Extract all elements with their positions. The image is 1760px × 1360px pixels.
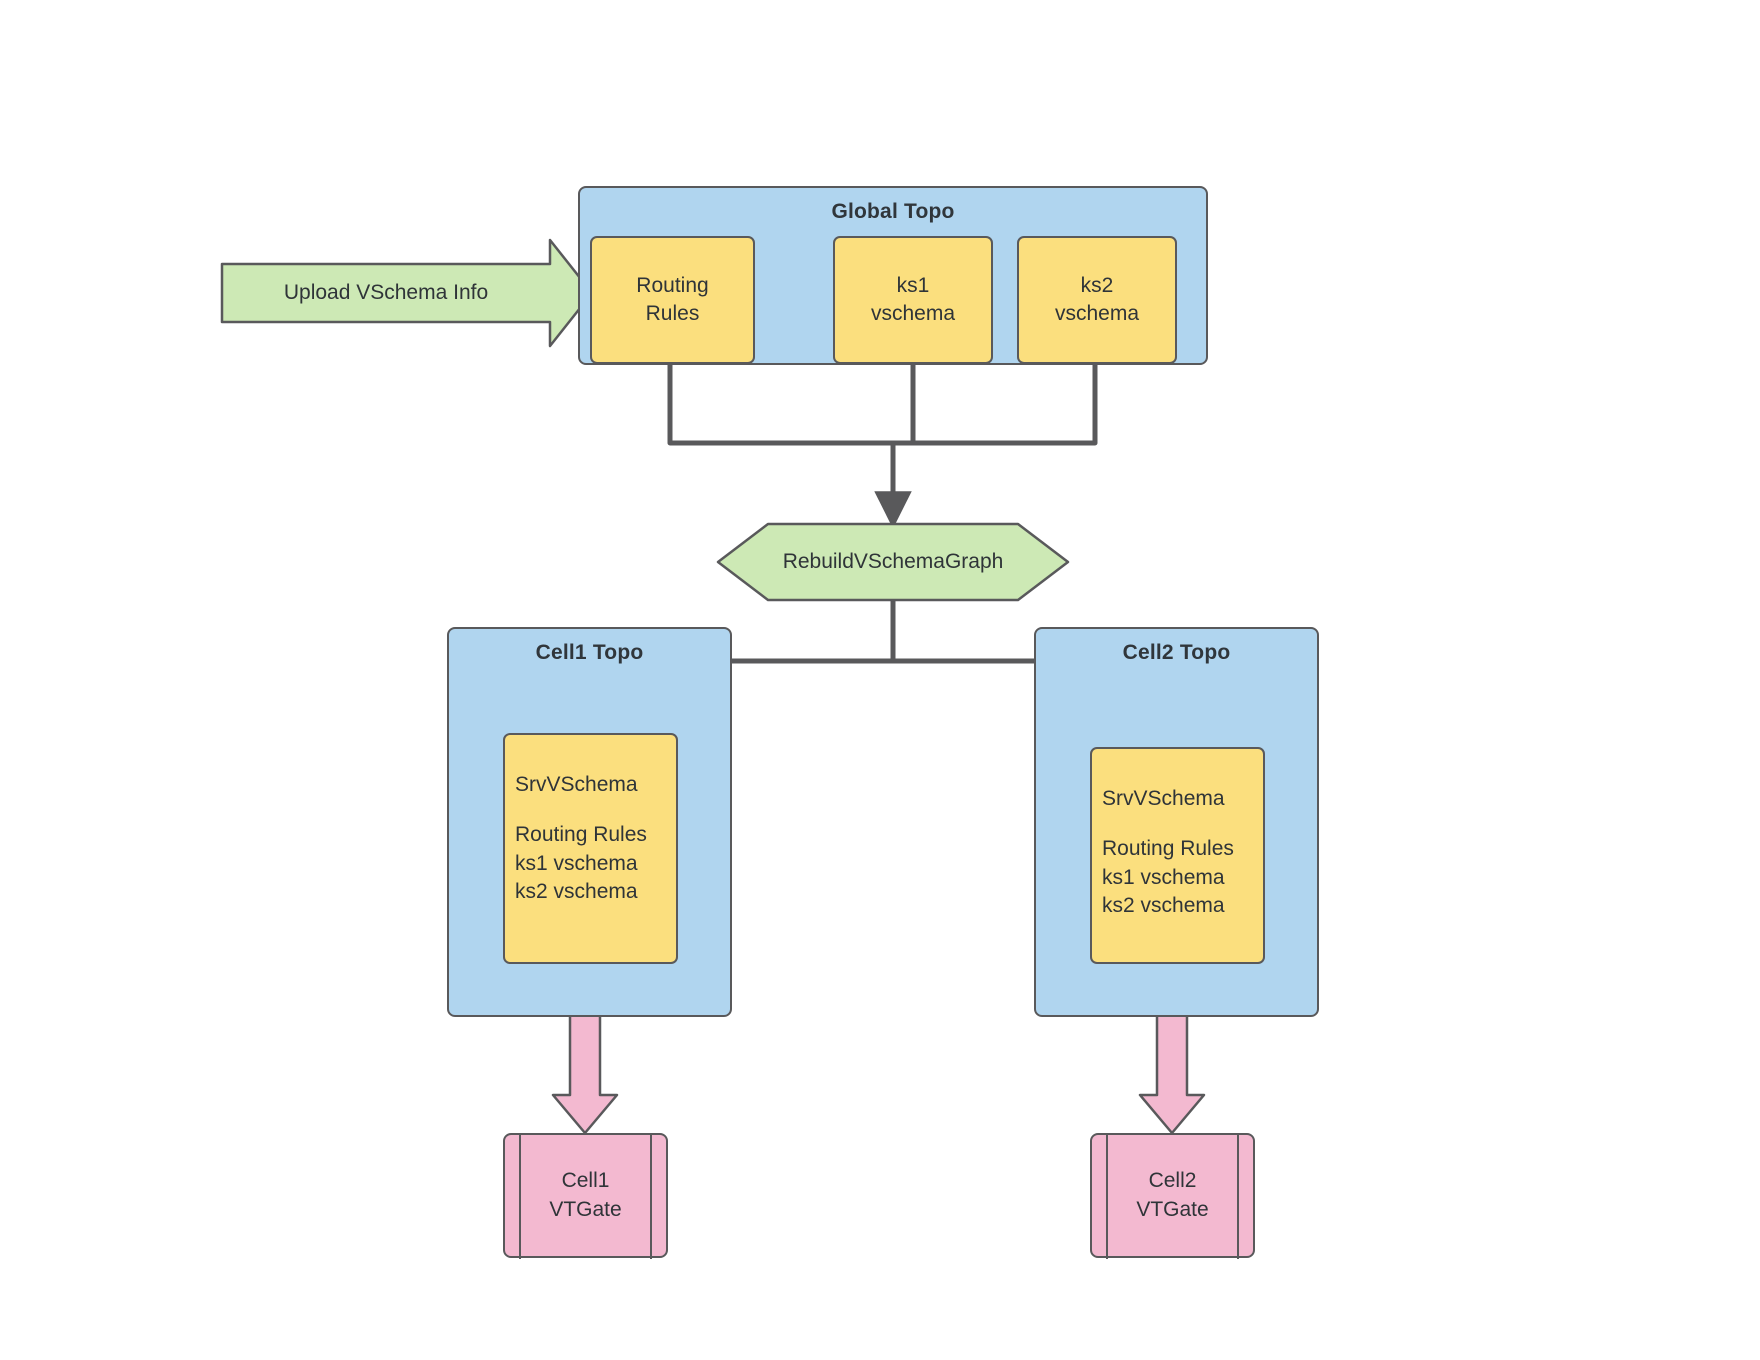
rebuild-vschema-graph-label: RebuildVSchemaGraph: [782, 550, 1004, 573]
cell1-vtgate-node[interactable]: Cell1 VTGate: [503, 1132, 668, 1259]
process-left-bar-icon: [1106, 1132, 1108, 1259]
cell2-vtgate-node[interactable]: Cell2 VTGate: [1090, 1132, 1255, 1259]
process-right-bar-icon: [650, 1132, 652, 1259]
global-box-ks2-vschema-label: ks2 vschema: [1054, 273, 1140, 325]
wire-ks2-to-bus: [893, 365, 1098, 446]
block-arrow-upload-vschema: [220, 238, 594, 348]
wire-routing-rules-to-bus: [667, 365, 893, 446]
cell1-srvvschema-box[interactable]: SrvVSchema Routing Rules ks1 vschema ks2…: [503, 733, 678, 964]
cell2-srvvschema-box[interactable]: SrvVSchema Routing Rules ks1 vschema ks2…: [1090, 747, 1265, 964]
global-box-ks2-vschema[interactable]: ks2 vschema: [1017, 236, 1177, 364]
hexagon-rebuild-vschema-graph: [716, 522, 1070, 602]
cell2-srvvschema-text: SrvVSchema Routing Rules ks1 vschema ks2…: [1102, 785, 1234, 920]
process-left-bar-icon: [519, 1132, 521, 1259]
cell1-vtgate-label: Cell1 VTGate: [549, 1169, 622, 1221]
cell2-srvvschema-lines: Routing Rules ks1 vschema ks2 vschema: [1102, 837, 1234, 918]
cell1-srvvschema-title: SrvVSchema: [515, 773, 638, 796]
process-right-bar-icon: [1237, 1132, 1239, 1259]
cell1-topo-title: Cell1 Topo: [535, 641, 644, 664]
wire-ks1-to-bus: [893, 365, 916, 446]
cell1-srvvschema-lines: Routing Rules ks1 vschema ks2 vschema: [515, 823, 647, 904]
global-box-ks1-vschema[interactable]: ks1 vschema: [833, 236, 993, 364]
upload-vschema-arrow-label: Upload VSchema Info: [283, 281, 489, 304]
global-box-ks1-vschema-label: ks1 vschema: [870, 273, 956, 325]
cell2-srvvschema-title: SrvVSchema: [1102, 787, 1225, 810]
cell2-topo-title: Cell2 Topo: [1122, 641, 1231, 664]
cell1-srvvschema-text: SrvVSchema Routing Rules ks1 vschema ks2…: [515, 771, 647, 906]
global-box-routing-rules-label: Routing Rules: [636, 273, 709, 325]
global-box-routing-rules[interactable]: Routing Rules: [590, 236, 755, 364]
cell2-vtgate-label: Cell2 VTGate: [1136, 1169, 1209, 1221]
global-topo-title: Global Topo: [831, 200, 955, 223]
